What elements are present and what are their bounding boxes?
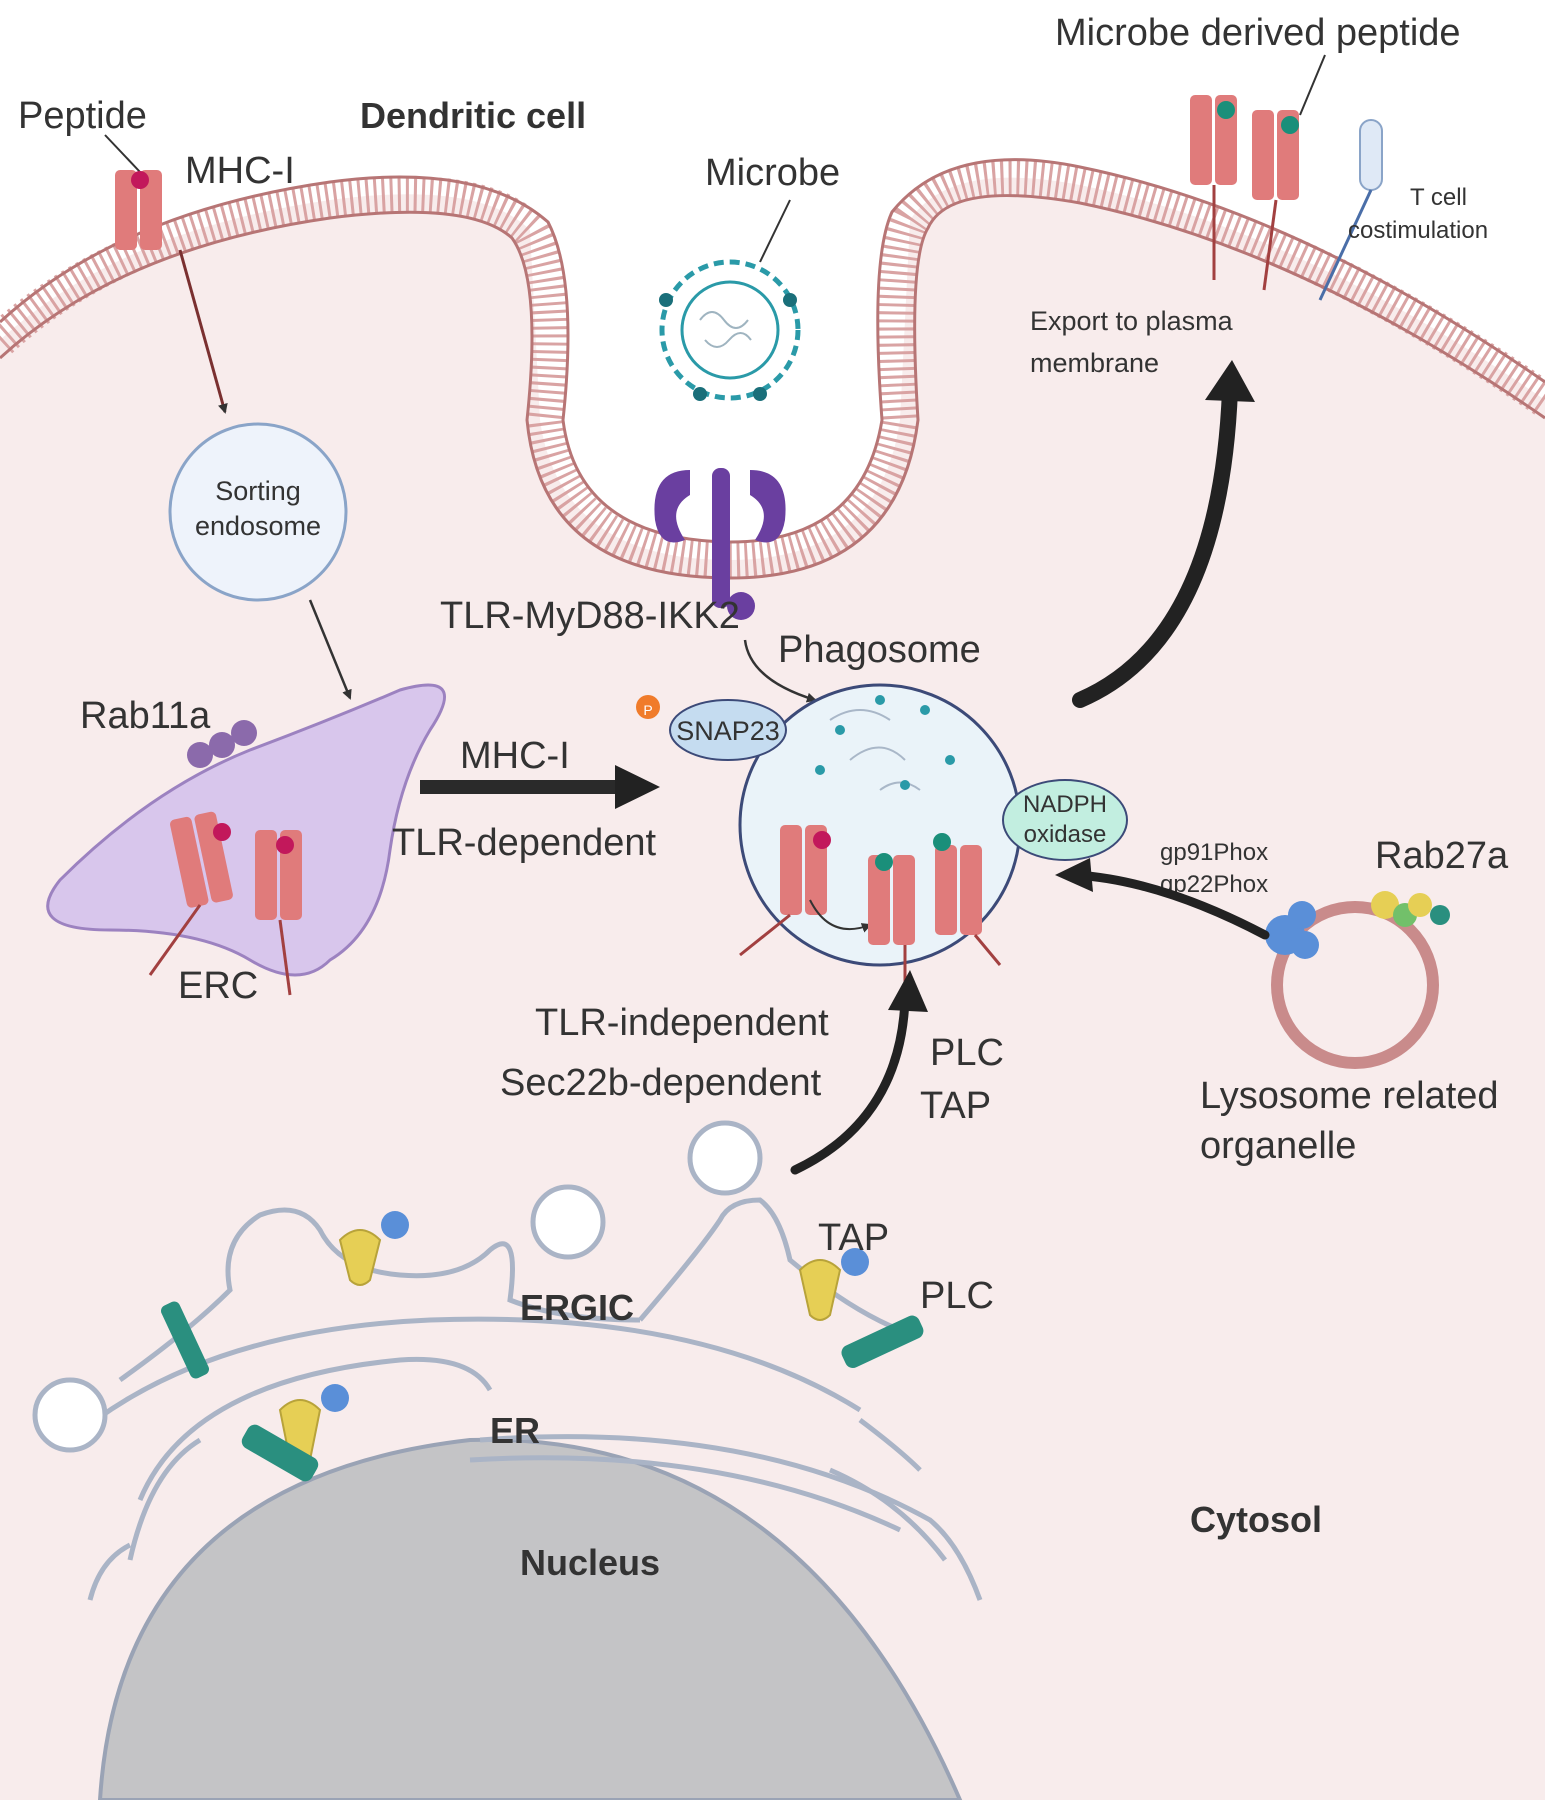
er-to-phagosome-arrowhead <box>888 970 928 1012</box>
plc-complex-1 <box>161 1301 209 1379</box>
rab11a-label: Rab11a <box>80 695 211 737</box>
tlr-dependent-arrow-shaft <box>420 780 620 794</box>
mhc-i-molecule-surface <box>115 170 162 250</box>
peptide-pointer <box>104 134 141 173</box>
endosome-to-erc-arrow <box>308 599 352 700</box>
microbe-derived-peptide-label: Microbe derived peptide <box>1055 12 1461 54</box>
cytosol-label: Cytosol <box>1190 1499 1322 1540</box>
er-label: ER <box>490 1410 540 1451</box>
transport-vesicle-right <box>687 1120 763 1196</box>
tlr-independent-label: TLR-independent <box>535 1002 829 1044</box>
lro-label-line1: Lysosome related <box>1200 1075 1499 1117</box>
snap23-protein <box>636 695 787 761</box>
plc-mid-label: PLC <box>930 1032 1004 1074</box>
cytoplasm <box>0 177 1545 1800</box>
phosphorylation-site <box>636 695 660 719</box>
mhc-i-erc-1 <box>148 811 233 976</box>
nucleus-label: Nucleus <box>520 1542 660 1583</box>
self-peptide <box>131 171 149 189</box>
tlr-receptor <box>654 468 786 620</box>
export-arrowhead <box>1205 360 1255 402</box>
export-label-line2: membrane <box>1030 348 1159 378</box>
microbe <box>659 259 801 401</box>
plasma-membrane-outer <box>0 158 1545 544</box>
mhc-i-phagosome-3 <box>933 833 1002 966</box>
mhc-i-surface-loaded-2 <box>1252 110 1299 291</box>
gp-phox-complex <box>1265 901 1319 959</box>
internalization-arrow <box>178 249 228 414</box>
er-to-phagosome-arrow <box>790 995 910 1175</box>
export-label-line1: Export to plasma <box>1030 306 1234 336</box>
tap-low-label: TAP <box>818 1217 889 1259</box>
ergic-label: ERGIC <box>520 1287 634 1328</box>
tap-complex-3 <box>798 1248 869 1321</box>
transport-vesicle-left <box>32 1377 108 1453</box>
tlr-signal-arrow <box>743 639 817 703</box>
microbe-label: Microbe <box>705 152 840 194</box>
degraded-microbe <box>815 695 955 791</box>
rab27a-protein <box>1371 891 1450 927</box>
lro-label-line2: organelle <box>1200 1125 1356 1167</box>
plc-low-label: PLC <box>920 1275 994 1317</box>
microbe-peptide-pointer <box>1299 54 1326 116</box>
sec22b-label: Sec22b-dependent <box>500 1062 822 1104</box>
gp91phox-label: gp91Phox <box>1160 839 1268 866</box>
phospho-label: P <box>643 702 652 718</box>
dendritic-cell-label: Dendritic cell <box>360 95 586 136</box>
sorting-endosome <box>168 422 348 602</box>
nadph-label-line1: NADPH <box>1023 791 1107 818</box>
mhc-i-phagosome-2 <box>868 853 915 990</box>
nadph-oxidase <box>1002 779 1128 861</box>
tap-mid-label: TAP <box>920 1085 991 1127</box>
rab27a-label: Rab27a <box>1375 835 1509 877</box>
mhc-i-arrow-label: MHC-I <box>460 735 570 777</box>
peptide-exchange-arrow <box>809 899 872 933</box>
tlr-dependent-label: TLR-dependent <box>392 822 657 864</box>
tap-complex-1 <box>338 1211 409 1286</box>
tlr-myd88-label: TLR-MyD88-IKK2 <box>440 595 740 637</box>
export-arrow <box>1072 382 1238 708</box>
lro-fusion-arrowhead <box>1055 858 1093 892</box>
peptide-label: Peptide <box>18 95 147 137</box>
snap23-label: SNAP23 <box>676 716 780 746</box>
transport-vesicle-middle <box>530 1184 606 1260</box>
costimulatory-molecule <box>1318 119 1383 301</box>
lro-fusion-arrow <box>1070 870 1270 940</box>
rab11a-protein <box>187 720 257 768</box>
tlr-dependent-arrowhead <box>615 765 660 809</box>
t-cell-label: T cell <box>1410 184 1467 211</box>
costimulation-label: costimulation <box>1348 217 1488 244</box>
microbe-pointer <box>759 199 791 263</box>
nadph-label-line2: oxidase <box>1024 821 1107 848</box>
sorting-label-line1: Sorting <box>215 476 301 506</box>
sorting-label-line2: endosome <box>195 511 321 541</box>
erc-label: ERC <box>178 965 258 1007</box>
mhc-i-top-label: MHC-I <box>185 150 295 192</box>
endoplasmic-reticulum <box>68 1316 983 1601</box>
phagosome-label: Phagosome <box>778 629 981 671</box>
mhc-i-surface-loaded-1 <box>1190 95 1237 280</box>
mhc-i-erc-2 <box>255 830 302 996</box>
plasma-membrane <box>0 159 1545 579</box>
mhc-i-phagosome-1 <box>739 825 831 957</box>
erc-compartment <box>46 683 447 977</box>
plasma-membrane-inner <box>0 194 1545 580</box>
plc-complex-3 <box>841 1315 924 1368</box>
plc-complex-2 <box>241 1424 319 1482</box>
